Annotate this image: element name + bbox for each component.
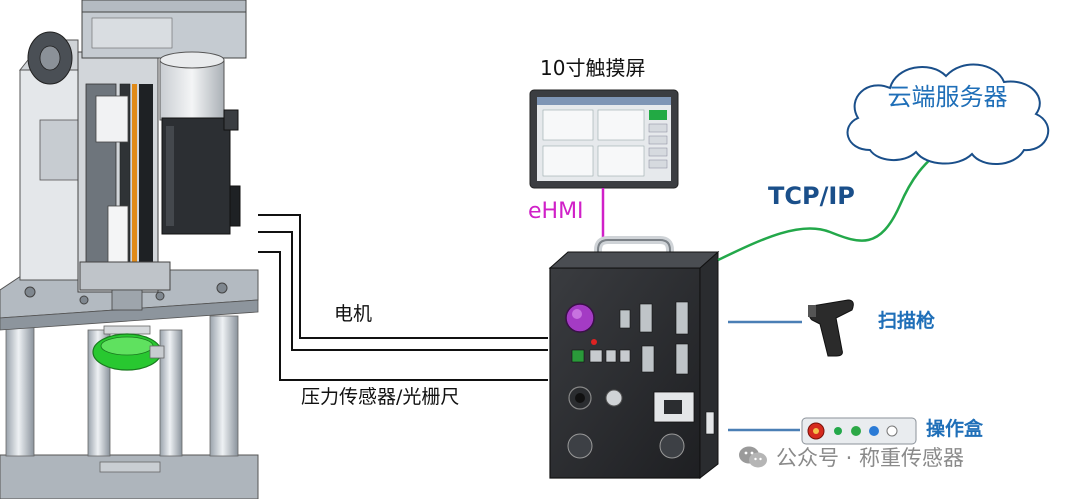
cloud-shape: [846, 63, 1049, 166]
touchscreen-label: 10寸触摸屏: [540, 56, 646, 80]
cloud-server-label: 云端服务器: [887, 83, 1008, 111]
sensor-label: 压力传感器/光栅尺: [301, 386, 460, 408]
motor-cable: [258, 214, 548, 339]
scanner-label: 扫描枪: [878, 310, 936, 332]
wechat-icon: [739, 446, 767, 468]
motor-cable-2: [258, 231, 548, 351]
motor-label: 电机: [334, 303, 373, 325]
controller-box: [548, 236, 720, 480]
tcpip-label: TCP/IP: [768, 182, 855, 210]
watermark-text: 公众号 · 称重传感器: [776, 446, 965, 470]
tcpip-link: [717, 149, 941, 262]
touchscreen-illustration: [529, 89, 679, 189]
operation-box-label: 操作盒: [926, 418, 984, 440]
cable-group: [258, 214, 548, 381]
sensor-cable: [258, 251, 548, 381]
barcode-scanner-icon: [808, 299, 854, 357]
watermark: 公众号 · 称重传感器: [738, 440, 964, 474]
operation-box-icon: [801, 417, 917, 445]
ehmi-label: eHMI: [528, 199, 584, 224]
press-machine-illustration: [0, 0, 259, 499]
